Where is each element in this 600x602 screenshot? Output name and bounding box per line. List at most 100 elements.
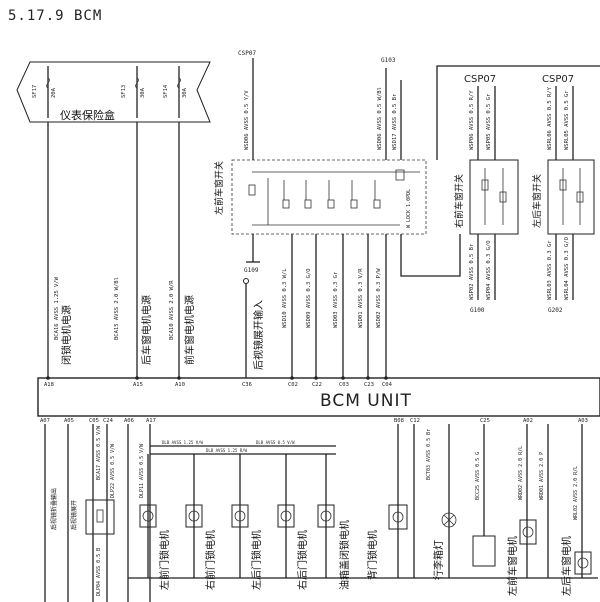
bus-label-1: DLB AVSS 1.25 V/W	[162, 440, 204, 445]
pin-c12: C12	[410, 418, 420, 424]
bottom-wire-11: WRL02 AVSS 2.0 R/L	[573, 466, 579, 520]
fuse-id-sf14: SF14	[163, 84, 169, 98]
power-feeds: BCA16 AVSS 1.25 V/W 闭锁电机电源 BCA15 AVSS 2.…	[46, 122, 196, 380]
bus-label-3: DLB AVSS 0.5 V/W	[256, 440, 295, 445]
actuator-lf-window-motor: 左前车窗电机	[506, 536, 519, 596]
bcm-unit: BCM UNIT A18 A15 A10 C36 C02 C22 C03 C23…	[37, 377, 600, 417]
rr-lock-motor: 右后门锁电机	[277, 454, 309, 590]
lf-lock-motor: 左前门锁电机	[139, 454, 171, 590]
driver-top-wire-2: WSD17 AVSS 0.5 Br	[392, 93, 398, 150]
pin-a10: A10	[175, 382, 185, 388]
mirror-input-label: 后视镜展开输入	[252, 300, 265, 370]
bottom-wire-4: DLP04 AVSS 0.5 B	[96, 548, 102, 596]
bottom-wire-1: BCA17 AVSS 0.5 V/W	[96, 425, 102, 480]
fuse-sf13: SF13 30A	[121, 66, 146, 118]
actuator-back-door-lock: 背门锁电机	[366, 530, 379, 580]
fuse-id-sf13: SF13	[121, 85, 127, 98]
bottom-wire-8: BCC25 AVSS 0.5 G	[475, 452, 481, 500]
driver-bottom-wire-2: WSD09 AVSS 0.3 G/O	[306, 268, 312, 328]
fuse-box: SF17 20A SF13 30A SF14 30A 仪表保险盒	[16, 61, 211, 123]
feed-desc-1: 闭锁电机电源	[60, 305, 73, 365]
rf-switch-connector: CSP07	[464, 74, 496, 85]
pin-c03: C03	[339, 382, 349, 388]
window-motors: WRD02 AVSS 2.0 R/L WRD01 AVSS 2.0 P 左前车窗…	[506, 424, 592, 596]
driver-switch-label: 左前车窗开关	[213, 161, 225, 215]
rf-top-wire-2: WSP05 AVSS 0.5 Gr	[486, 93, 492, 150]
pin-c22: C22	[312, 382, 322, 388]
feed-wire-1: BCA16 AVSS 1.25 V/W	[54, 276, 60, 340]
feed-wire-2: BCA15 AVSS 2.0 W/Bl	[114, 277, 120, 340]
pin-a05: A05	[64, 418, 74, 424]
feed-desc-2: 后车窗电机电源	[140, 295, 153, 365]
fuse-sf14: SF14 30A	[163, 66, 188, 118]
bus-label-2: DLB AVSS 1.25 R/W	[206, 448, 248, 453]
bottom-wire-7: BCT03 AVSS 0.5 Br	[426, 429, 432, 480]
pin-c24: C24	[103, 418, 114, 424]
lr-bottom-wire-2: WSRL04 AVSS 0.3 G/O	[564, 237, 570, 300]
left-rear-window-switch: CSP07 WSRL06 AVSS 0.5 R/Y WSRL05 AVSS 0.…	[531, 74, 595, 314]
actuator-fuel-lid: 油箱盖闭锁电机	[338, 520, 351, 590]
bottom-wire-9: WRD02 AVSS 2.0 R/L	[518, 446, 524, 500]
driver-lock-label: W LOCK 1.0PDL	[406, 189, 412, 228]
lr-bottom-wire-1: WSRL03 AVSS 0.3 Gr	[547, 240, 553, 300]
feed-wire-3: BCA10 AVSS 2.0 W/R	[169, 280, 175, 340]
pin-a03: A03	[578, 418, 588, 424]
lr-top-wire-1: WSRL06 AVSS 0.5 R/Y	[547, 86, 553, 150]
driver-bottom-wire-5: WSD02 AVSS 0.3 P/W	[376, 268, 382, 328]
bcm-unit-label: BCM UNIT	[320, 391, 412, 411]
page-title: 5.17.9 BCM	[8, 8, 103, 24]
lr-top-wire-2: WSRL05 AVSS 0.5 Gr	[564, 90, 570, 150]
rear-actuators: 背门锁电机 BCT03 AVSS 0.5 Br 行李箱灯 BCC25 AVSS …	[366, 424, 496, 580]
bottom-wire-2: DLP22 AVSS 0.5 V/W	[110, 443, 116, 498]
actuator-lf-lock: 左前门锁电机	[158, 530, 171, 590]
mirror-fold-output-label: 后视镜折叠输出	[50, 488, 58, 530]
actuator-trunk-lamp: 行李箱灯	[432, 540, 445, 580]
driver-bottom-wire-1: WSD10 AVSS 0.3 W/L	[282, 268, 288, 328]
rf-bottom-wire-2: WSP04 AVSS 0.3 G/O	[486, 240, 492, 300]
pin-a06: A06	[124, 418, 134, 424]
bottom-wire-10: WRD01 AVSS 2.0 P	[539, 452, 545, 500]
lr-switch-ground: G202	[548, 307, 563, 314]
fuse-id-sf17: SF17	[32, 85, 38, 98]
fuse-sf17: SF17 20A	[32, 66, 57, 118]
door-lock-motors: 左前门锁电机 右前门锁电机 左后门锁电机 右后门锁电机 油箱盖闭锁电机	[139, 454, 351, 590]
driver-window-switch: CSP07 G103 WSD06 AVSS 0.5 Y/V WSD06 AVSS…	[213, 50, 427, 380]
rf-lock-motor: 右前门锁电机	[185, 454, 217, 590]
actuator-rf-lock: 右前门锁电机	[204, 530, 217, 590]
pin-a17: A17	[146, 418, 156, 424]
fuse-amp-sf13: 30A	[140, 87, 146, 98]
switch-link-wires	[400, 65, 600, 277]
pin-a15: A15	[133, 382, 143, 388]
pin-a02: A02	[523, 418, 533, 424]
fuse-box-label: 仪表保险盒	[60, 108, 115, 122]
fuse-amp-sf17: 20A	[51, 87, 57, 98]
pin-a07: A07	[40, 418, 50, 424]
pin-c36: C36	[242, 382, 252, 388]
rf-switch-label: 右前车窗开关	[453, 174, 465, 228]
fuse-amp-sf14: 30A	[182, 87, 188, 98]
pin-c25: C25	[480, 418, 490, 424]
driver-switch-connector: CSP07	[238, 50, 256, 57]
pin-a18: A18	[44, 382, 54, 388]
lr-switch-connector: CSP07	[542, 74, 574, 85]
driver-bottom-wire-4: WSD01 AVSS 0.3 V/R	[358, 268, 364, 328]
right-front-window-switch: CSP07 WSP06 AVSS 0.5 R/Y WSP05 AVSS 0.5 …	[453, 74, 519, 314]
driver-feed-wire: WSD06 AVSS 0.5 Y/V	[244, 90, 250, 150]
pin-c04: C04	[382, 382, 393, 388]
bottom-wiring: 后视镜折叠输出 后视镜展开 BCA17 AVSS 0.5 V/W DLP22 A…	[44, 424, 598, 602]
bottom-wire-3: DLP11 AVSS 0.5 V/W	[139, 443, 145, 498]
driver-switch-top-ground: G103	[381, 57, 396, 64]
mirror-input: 后视镜展开输入	[243, 278, 265, 378]
rf-bottom-wire-1: WSP02 AVSS 0.5 Br	[469, 243, 475, 300]
driver-top-wire-1: WSD06 AVSS 0.5 W/Bl	[377, 87, 383, 150]
bottom-pins: A07 A05 C05 C24 A06 A17 B08 C12 C25 A02 …	[40, 418, 588, 424]
driver-bottom-wire-3: WSD03 AVSS 0.3 Gr	[333, 271, 339, 328]
actuator-lr-window-motor: 左后车窗电机	[560, 536, 573, 596]
driver-switch-ground: G109	[244, 267, 259, 274]
pin-c23: C23	[364, 382, 374, 388]
actuator-lr-lock: 左后门锁电机	[250, 530, 263, 590]
rf-top-wire-1: WSP06 AVSS 0.5 R/Y	[469, 90, 475, 150]
feed-desc-3: 前车窗电机电源	[183, 295, 196, 365]
pin-c02: C02	[288, 382, 298, 388]
